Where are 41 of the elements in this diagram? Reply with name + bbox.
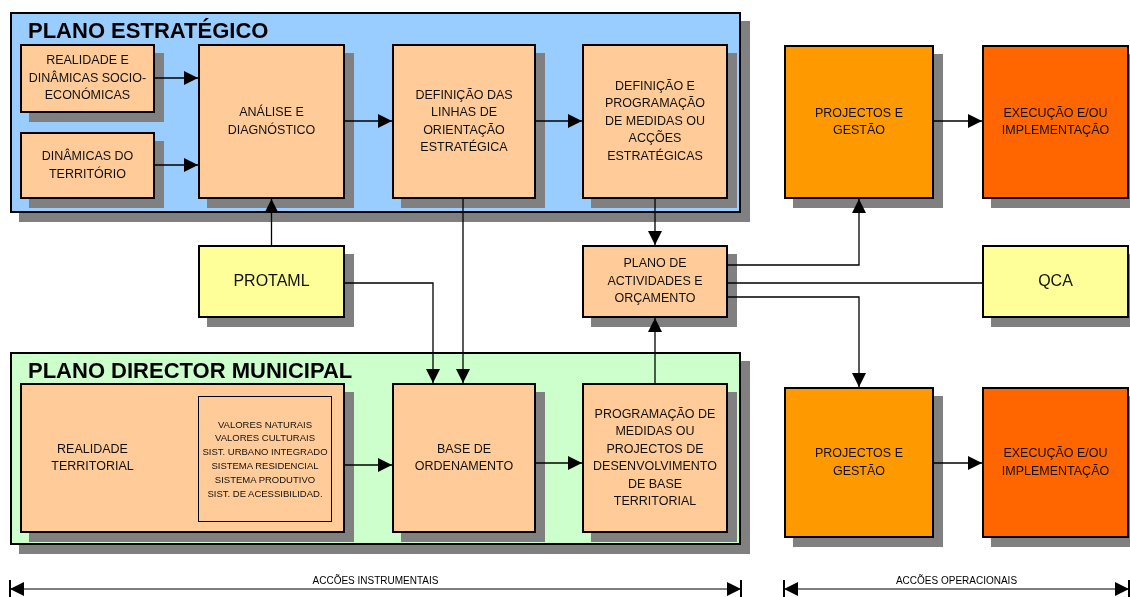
- arrow: [344, 114, 393, 128]
- box-label: QCA: [1037, 271, 1074, 292]
- box-label: EXECUÇÃO E/OU IMPLEMENTAÇÃO: [1000, 445, 1111, 480]
- arrow: [933, 456, 983, 470]
- arrow: [154, 71, 199, 85]
- box-label: DEFINIÇÃO DAS LINHAS DE ORIENTAÇÃO ESTRATÉGICA: [414, 86, 514, 156]
- arrow: [727, 198, 866, 266]
- arrow: [535, 456, 583, 470]
- list-item: SIST. URBANO INTEGRADO: [202, 445, 328, 459]
- box-label: PROJECTOS E GESTÃO: [814, 104, 904, 139]
- box-label: PROJECTOS E GESTÃO: [814, 445, 904, 480]
- dimension-label: ACCÕES INSTRUMENTAIS: [311, 575, 440, 586]
- arrow: [648, 198, 662, 246]
- box-label: DINÂMICAS DO TERRITÓRIO: [40, 148, 135, 183]
- box-label: PROGRAMAÇÃO DE MEDIDAS OU PROJECTOS DE DESENVOLVIMENTO DE BASE TERRITORIAL: [592, 405, 718, 510]
- box-label: DEFINIÇÃO E PROGRAMAÇÃO DE MEDIDAS OU ACÇÕES ESTRATÉGICAS: [604, 77, 706, 165]
- box-label: PROTAML: [232, 271, 311, 292]
- list-item: SISTEMA PRODUTIVO: [214, 472, 316, 487]
- box-label: ANÁLISE E DIAGNÓSTICO: [226, 104, 317, 139]
- group-heading: PLANO DIRECTOR MUNICIPAL: [28, 358, 353, 384]
- arrow: [727, 296, 866, 388]
- arrow: [933, 114, 983, 128]
- group-heading: PLANO ESTRATÉGICO: [28, 18, 269, 44]
- arrow: [535, 114, 583, 128]
- box-label: BASE DE ORDENAMENTO: [413, 440, 515, 475]
- arrow: [264, 198, 279, 246]
- list-item: SISTEMA RESIDENCIAL: [211, 459, 319, 473]
- arrow: [648, 317, 662, 384]
- box-label: REALIDADE TERRITORIAL: [50, 440, 135, 475]
- list-box: [198, 396, 332, 522]
- list-item: SIST. DE ACESSIBILIDAD.: [207, 486, 323, 501]
- arrow: [456, 198, 470, 384]
- dimension-label: ACCÕES OPERACIONAIS: [894, 575, 1019, 586]
- arrow: [154, 158, 199, 172]
- arrow: [344, 458, 393, 472]
- box-label: PLANO DE ACTIVIDADES E ORÇAMENTO: [606, 255, 704, 308]
- box-label: REALIDADE E DINÂMICAS SOCIO-ECONÓMICAS: [27, 52, 148, 105]
- arrow: [344, 282, 440, 384]
- list-item: VALORES CULTURAIS: [215, 431, 315, 446]
- list-item: VALORES NATURAIS: [217, 417, 313, 432]
- box-label: EXECUÇÃO E/OU IMPLEMENTAÇÃO: [1000, 104, 1111, 139]
